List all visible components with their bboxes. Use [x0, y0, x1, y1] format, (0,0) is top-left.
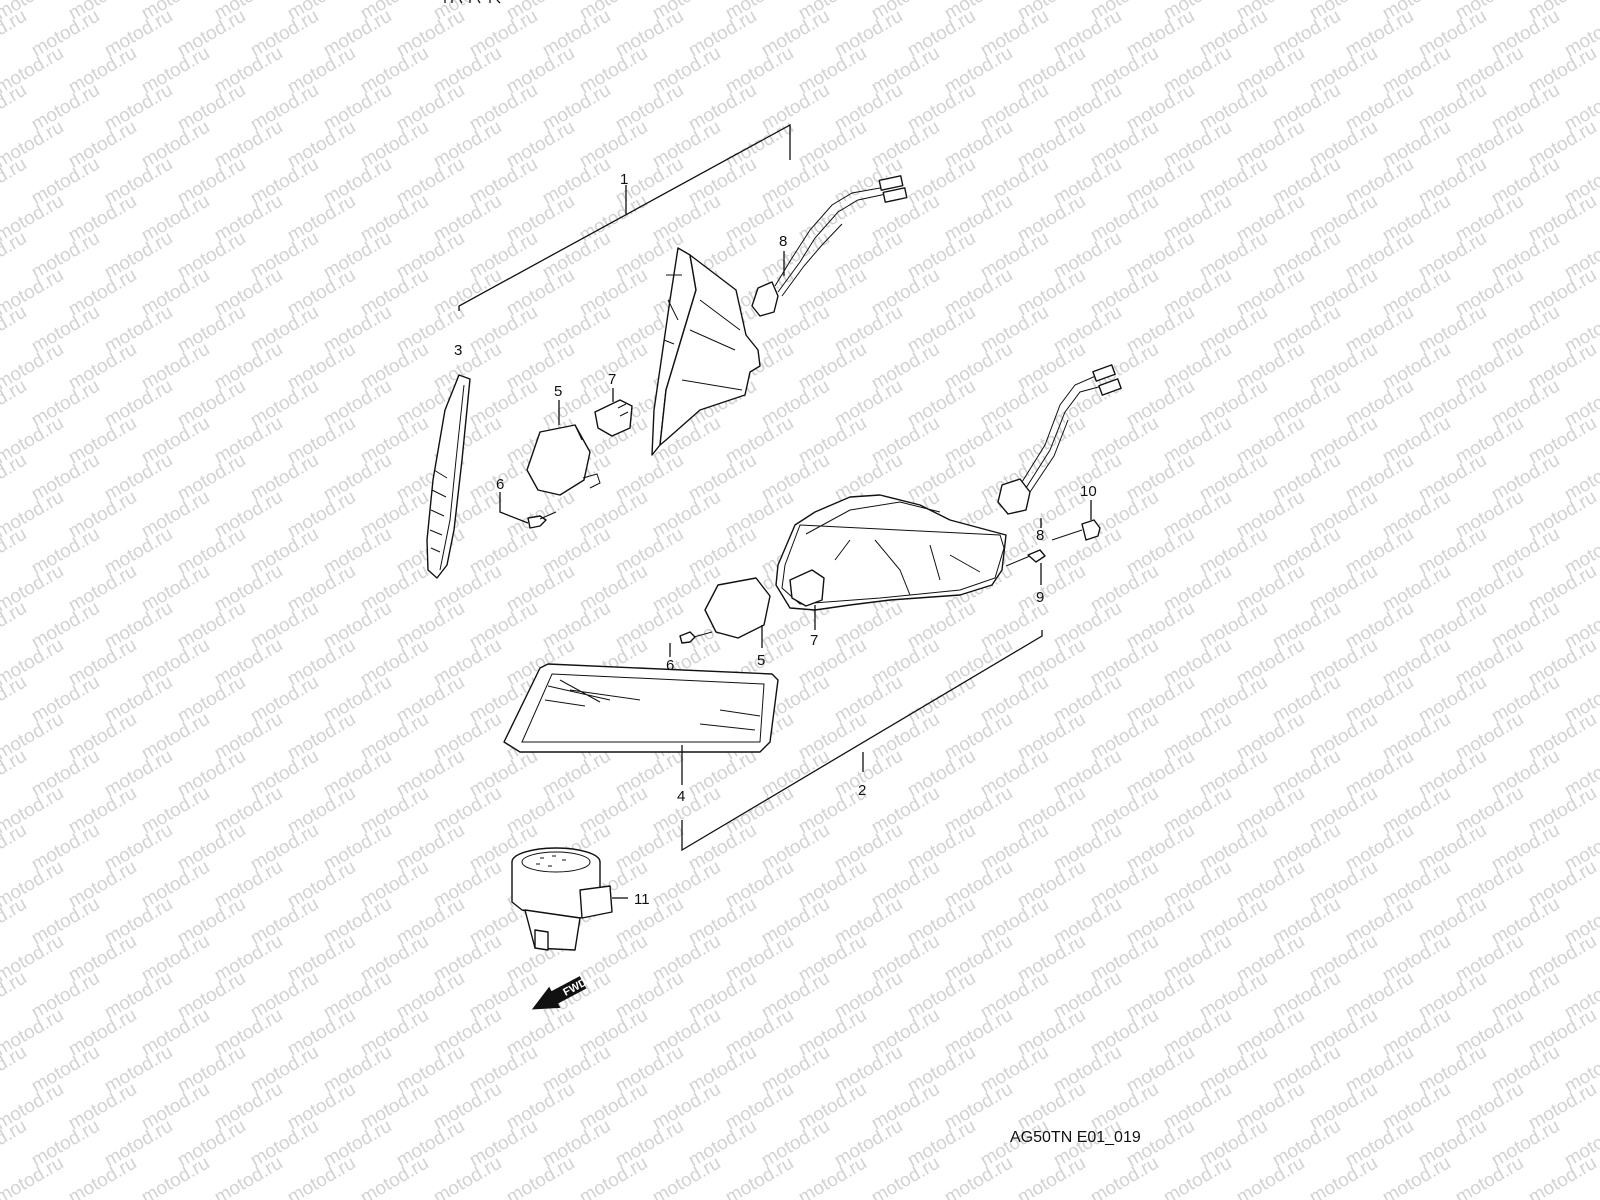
watermark-text: motod.ru: [430, 1153, 505, 1200]
watermark-text: motod.ru: [0, 1042, 30, 1098]
callout-6-lower: 6: [666, 657, 674, 674]
callout-3: 3: [454, 342, 462, 359]
watermark-text: motod.ru: [722, 1153, 797, 1200]
watermark-text: motod.ru: [576, 1153, 651, 1200]
callout-2: 2: [858, 782, 866, 799]
watermark-text: motod.ru: [649, 1153, 724, 1200]
watermark-text: motod.ru: [868, 1153, 943, 1200]
watermark-text: motod.ru: [0, 376, 30, 432]
watermark-text: motod.ru: [1014, 1153, 1089, 1200]
callout-6-upper: 6: [496, 476, 504, 493]
watermark-text: motod.ru: [0, 746, 30, 802]
watermark-text: motod.ru: [1379, 1153, 1454, 1200]
watermark-text: motod.ru: [284, 1153, 359, 1200]
watermark-text: motod.ru: [0, 80, 30, 136]
watermark-text: motod.ru: [0, 228, 30, 284]
watermark-text: motod.ru: [795, 1153, 870, 1200]
watermark-text: motod.ru: [211, 1153, 286, 1200]
watermark-text: motod.ru: [0, 6, 30, 62]
watermark-text: motod.ru: [1160, 1153, 1235, 1200]
watermark-text: motod.ru: [1306, 1153, 1381, 1200]
watermark-text: motod.ru: [1525, 1153, 1600, 1200]
watermark-text: motod.ru: [1233, 1153, 1308, 1200]
watermark-text: motod.ru: [0, 524, 30, 580]
turn-signal-relay: [511, 847, 628, 951]
watermark-text: motod.ru: [138, 1153, 213, 1200]
watermark-text: motod.ru: [0, 154, 30, 210]
callout-1: 1: [620, 171, 628, 188]
watermark-text: motod.ru: [65, 1153, 140, 1200]
callout-8-upper: 8: [779, 233, 787, 250]
watermark-text: motod.ru: [0, 672, 30, 728]
watermark-text: motod.ru: [1087, 1153, 1162, 1200]
watermark-text: motod.ru: [0, 894, 30, 950]
callout-9: 9: [1036, 589, 1044, 606]
callout-5-lower: 5: [757, 652, 765, 669]
callout-8-lower: 8: [1036, 527, 1044, 544]
callout-10: 10: [1080, 483, 1097, 500]
watermark-text: motod.ru: [0, 302, 30, 358]
callout-5-upper: 5: [554, 383, 562, 400]
watermark-text: motod.ru: [941, 1153, 1016, 1200]
diagram-code: AG50TN E01_019: [1010, 1129, 1141, 1146]
watermark-text: motod.ru: [357, 1153, 432, 1200]
watermark-text: motod.ru: [1452, 1153, 1527, 1200]
watermark-text: motod.ru: [0, 820, 30, 876]
callout-4: 4: [677, 788, 685, 805]
watermark-text: motod.ru: [0, 1116, 30, 1172]
watermark-text: motod.ru: [0, 450, 30, 506]
callout-7-upper: 7: [608, 371, 616, 388]
watermark-text: motod.ru: [503, 1153, 578, 1200]
callout-7-lower: 7: [810, 632, 818, 649]
callout-11: 11: [634, 891, 650, 908]
watermark-text: motod.ru: [0, 598, 30, 654]
watermark-text: motod.ru: [0, 968, 30, 1024]
